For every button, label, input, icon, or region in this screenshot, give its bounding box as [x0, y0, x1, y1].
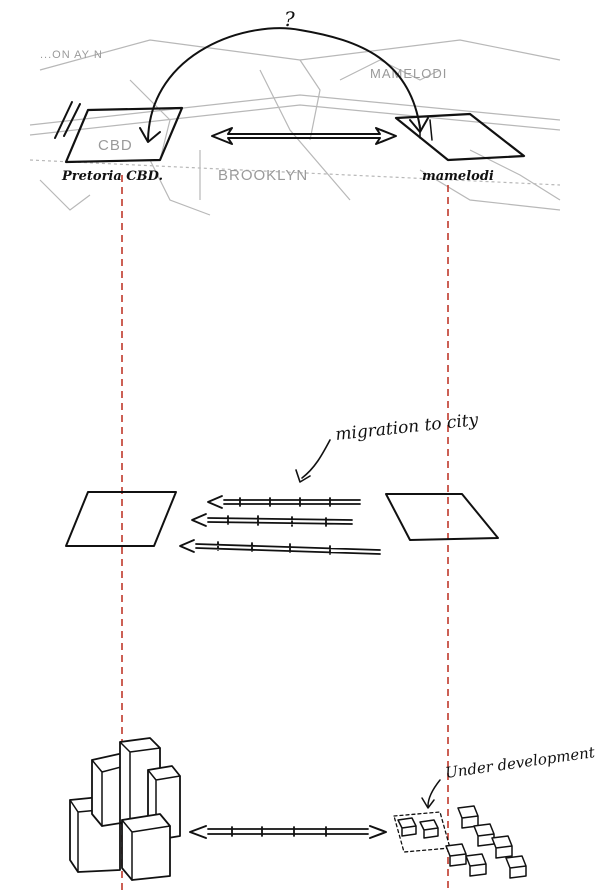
cbd-parcel: [64, 106, 184, 164]
label-mamelodi-hand: mamelodi: [422, 169, 494, 184]
question-arc: [147, 27, 421, 141]
migration-arrow-shaft: [223, 497, 361, 507]
map-road: [299, 59, 321, 141]
map-label-fragment: ...ON AY N: [40, 49, 103, 61]
migration-arrow-shaft: [195, 541, 381, 555]
map-road: [29, 104, 561, 136]
small-cube: [457, 805, 479, 829]
cbd-buildings: [69, 737, 181, 881]
map-rail: [29, 159, 561, 186]
small-cube: [445, 843, 467, 867]
small-cube: [465, 853, 487, 877]
mamelodi-hatch: [419, 119, 433, 141]
building: [121, 813, 171, 881]
map-label-cbd: CBD: [98, 137, 133, 154]
development-pointer: [427, 779, 441, 807]
map-label-brooklyn: BROOKLYN: [218, 167, 308, 184]
question-mark: ?: [284, 7, 295, 31]
map-road: [149, 159, 211, 216]
city-parcel: [65, 491, 177, 547]
migration-arrows: [179, 495, 381, 555]
middle-sketch: migration to city: [65, 410, 499, 555]
connection-arrow-top: [211, 127, 397, 145]
building-edge: [121, 819, 171, 881]
migration-arrowhead: [179, 539, 195, 553]
small-cube: [397, 817, 417, 837]
migration-arrowhead: [191, 513, 207, 527]
label-pretoria-cbd: Pretoria CBD.: [61, 169, 163, 184]
map-road: [419, 169, 561, 211]
map-road: [129, 79, 171, 161]
map-label-mamelodi: MAMELODI: [370, 66, 447, 81]
connection-arrow-shaft: [207, 826, 369, 837]
mamelodi-parcel: [394, 112, 526, 162]
township-parcel: [385, 493, 499, 541]
development-cubes: [393, 805, 527, 879]
map-road: [29, 94, 561, 126]
map-road: [39, 179, 91, 211]
top-sketch: ? Pretoria CBD. mamelodi: [54, 7, 526, 184]
small-cube: [491, 835, 513, 859]
cbd-hatch: [54, 101, 81, 139]
small-cube: [505, 855, 527, 879]
map-road: [339, 59, 441, 81]
connection-arrowhead-left: [189, 825, 207, 839]
label-migration: migration to city: [334, 410, 479, 445]
map-road: [39, 39, 561, 71]
small-cube: [473, 823, 495, 847]
migration-pointer: [301, 439, 331, 479]
development-pointer-head: [421, 797, 435, 809]
migration-arrowhead: [207, 495, 223, 509]
map-background: ...ON AY N CBD MAMELODI BROOKLYN: [29, 39, 561, 216]
label-under-development: Under development: [444, 743, 597, 782]
migration-pointer-head: [295, 469, 311, 483]
connection-arrowhead-right: [369, 825, 387, 839]
map-road: [259, 69, 351, 201]
migration-arrow-shaft: [207, 515, 353, 527]
bottom-sketch: Under development: [69, 737, 597, 881]
small-cube: [419, 819, 439, 839]
arc-arrowhead-left: [139, 127, 161, 143]
